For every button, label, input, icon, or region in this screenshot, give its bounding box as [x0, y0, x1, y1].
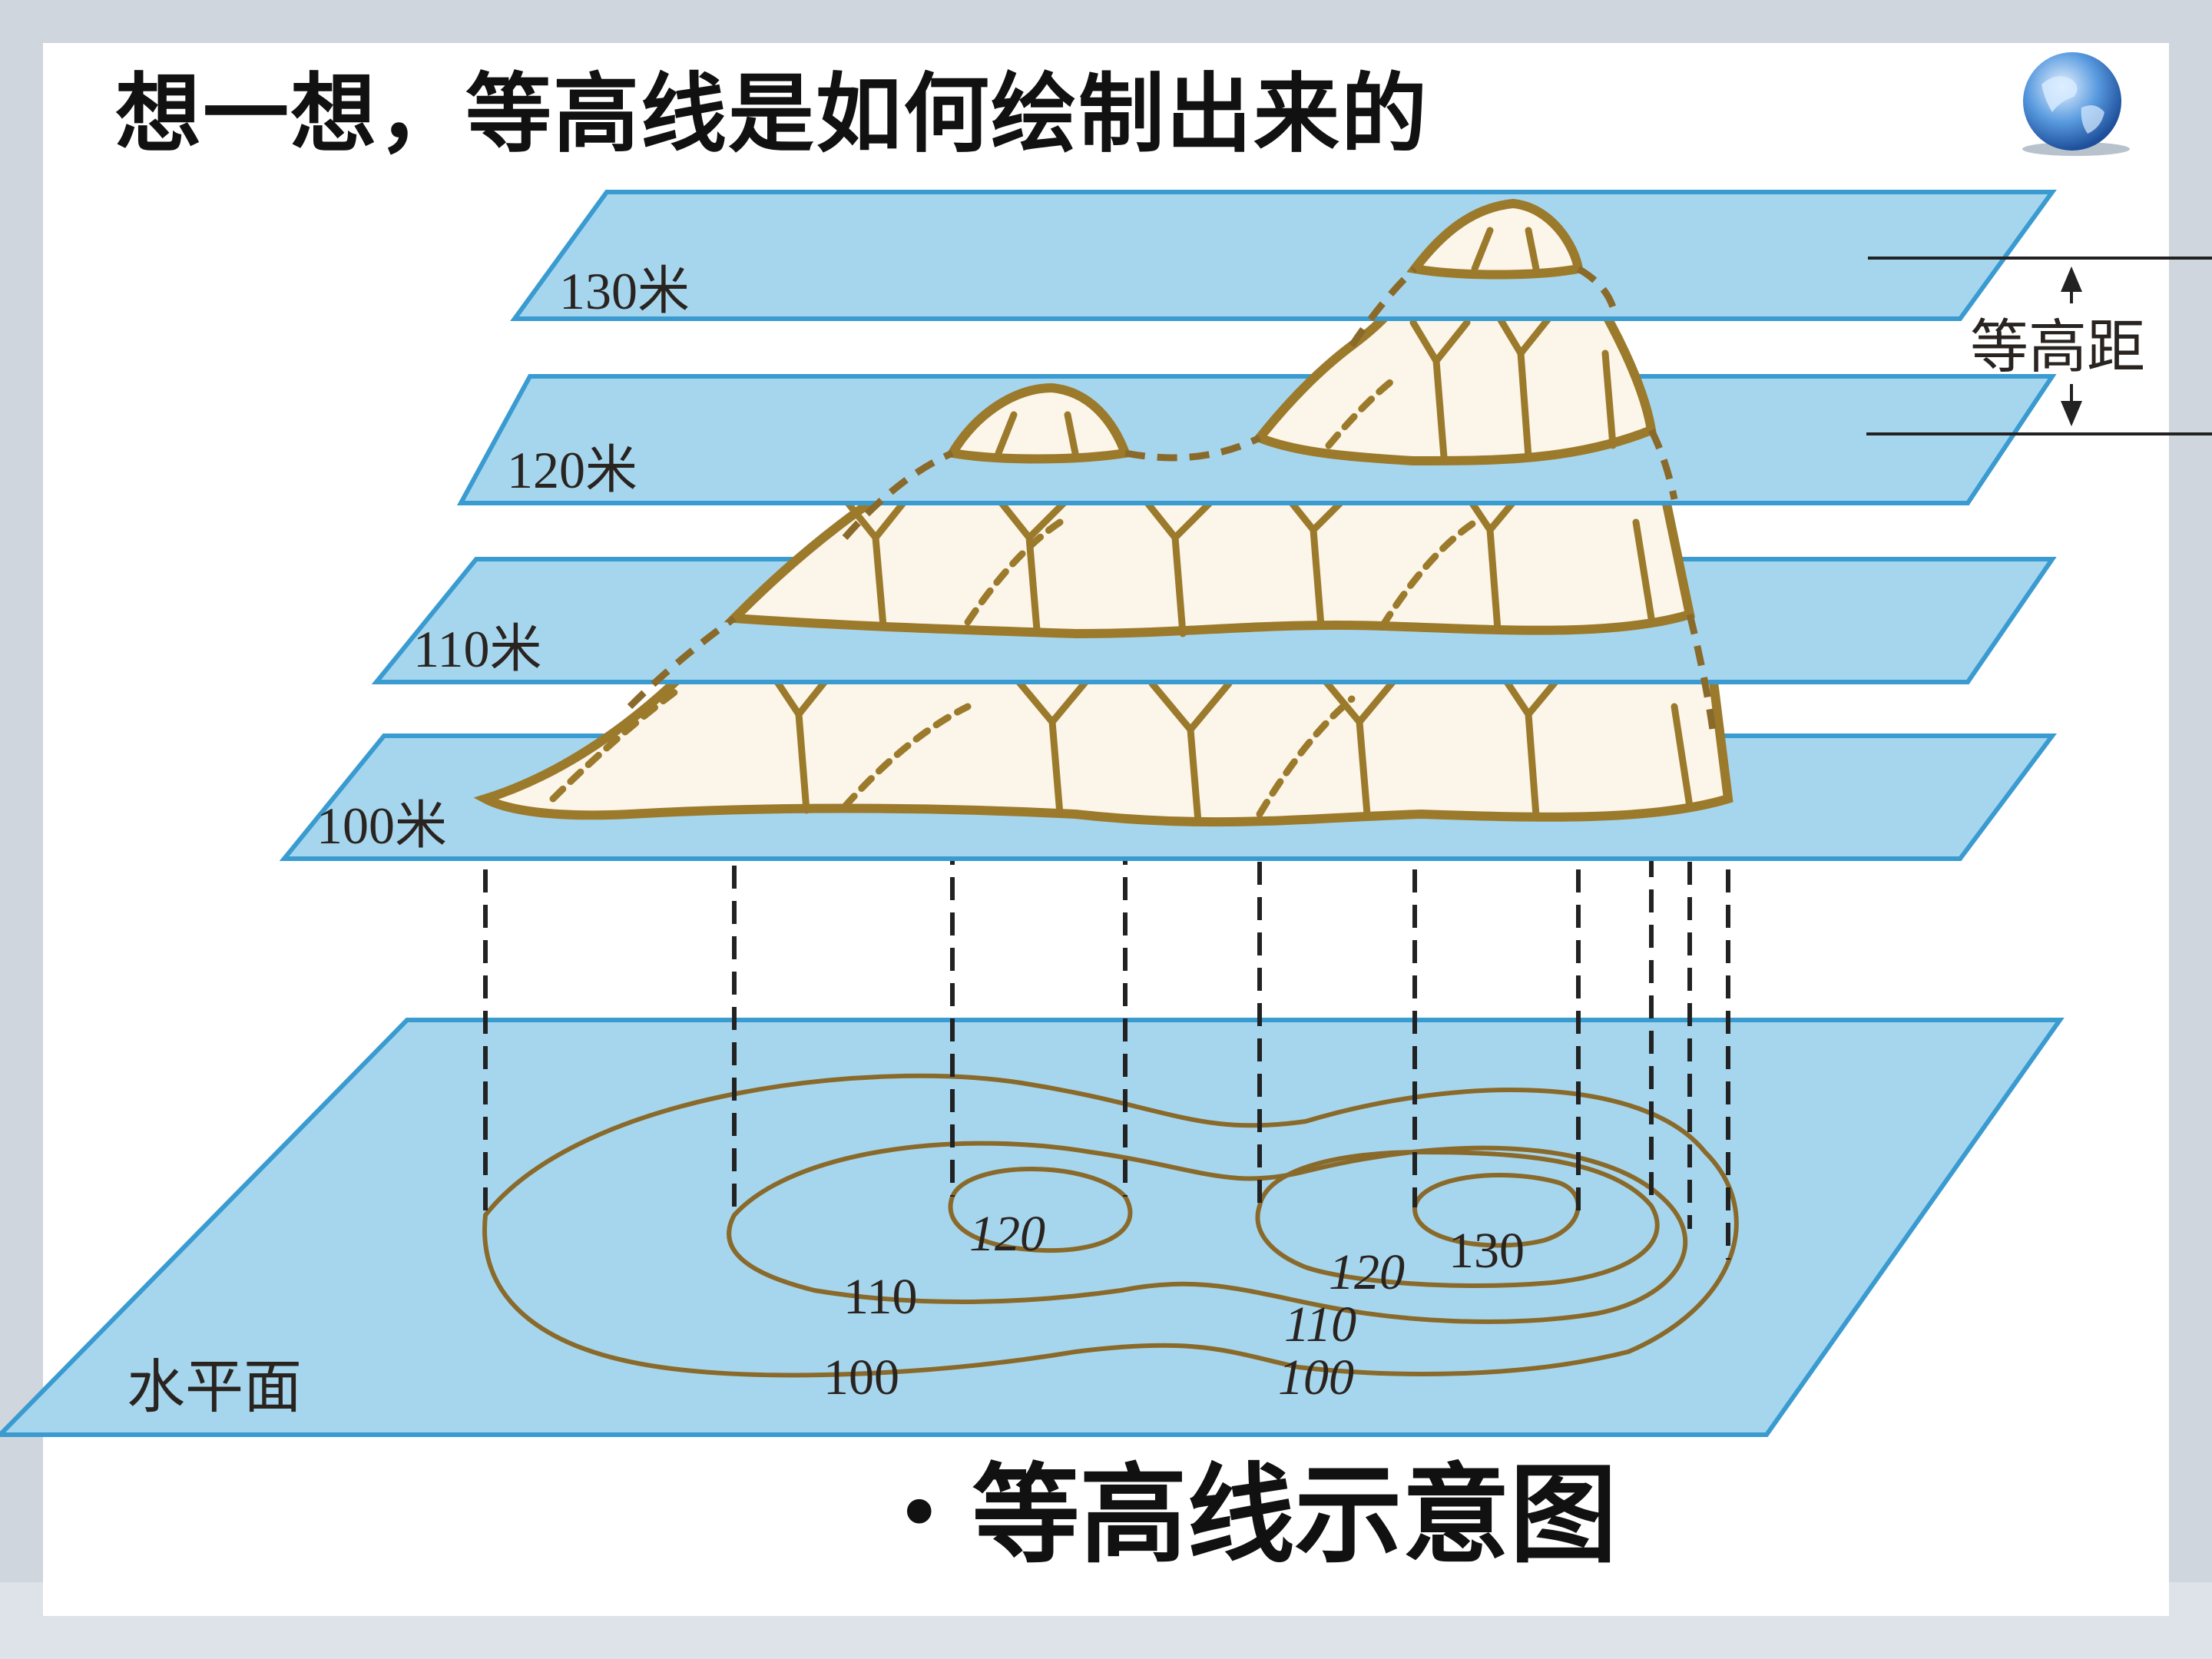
peak-130-hatching: [1471, 227, 1540, 273]
slide-title: 想一想，等高线是如何绘制出来的: [115, 65, 1429, 164]
plane-label-120: 120米: [507, 441, 637, 499]
contour-100: [482, 1073, 1739, 1378]
contour-label-left-110: 110: [843, 1269, 918, 1325]
contour-label-right-110: 110: [1284, 1296, 1356, 1353]
contour-label-left-120: 120: [969, 1206, 1045, 1262]
contour-120-left: [948, 1167, 1133, 1253]
saddle-dashed: [1124, 434, 1262, 462]
ridge-dashes: [627, 266, 1717, 730]
contour-label-left-100: 100: [823, 1349, 899, 1406]
plane-label-130: 130米: [559, 262, 690, 320]
plane-label-110: 110米: [413, 620, 541, 678]
interval-label: 等高距: [1970, 316, 2145, 380]
contour-110: [727, 1141, 1688, 1324]
base-plane-label: 水平面: [127, 1356, 302, 1420]
contour-label-right-100: 100: [1278, 1349, 1354, 1406]
plane-130: [510, 190, 2057, 321]
mountain-peak-130: [1406, 198, 1584, 280]
contour-lines: [482, 1073, 1739, 1378]
plane-label-100: 100米: [316, 796, 447, 855]
globe-icon: [2022, 52, 2130, 156]
figure-caption: • 等高线示意图: [897, 1429, 1618, 1584]
slab-120-hatching: [995, 311, 1617, 461]
contour-label-right-120: 120: [1329, 1244, 1405, 1300]
mountain-peak-120-left: [945, 382, 1132, 464]
interval-marker: [1866, 257, 2212, 435]
caption-bullet: •: [897, 1473, 942, 1554]
base-plane: [0, 1018, 2065, 1437]
contour-label-right-130: 130: [1449, 1223, 1525, 1279]
contour-120-right: [1255, 1149, 1660, 1288]
slab-100-hatching: [549, 664, 1694, 826]
caption-text: 等高线示意图: [972, 1453, 1618, 1578]
